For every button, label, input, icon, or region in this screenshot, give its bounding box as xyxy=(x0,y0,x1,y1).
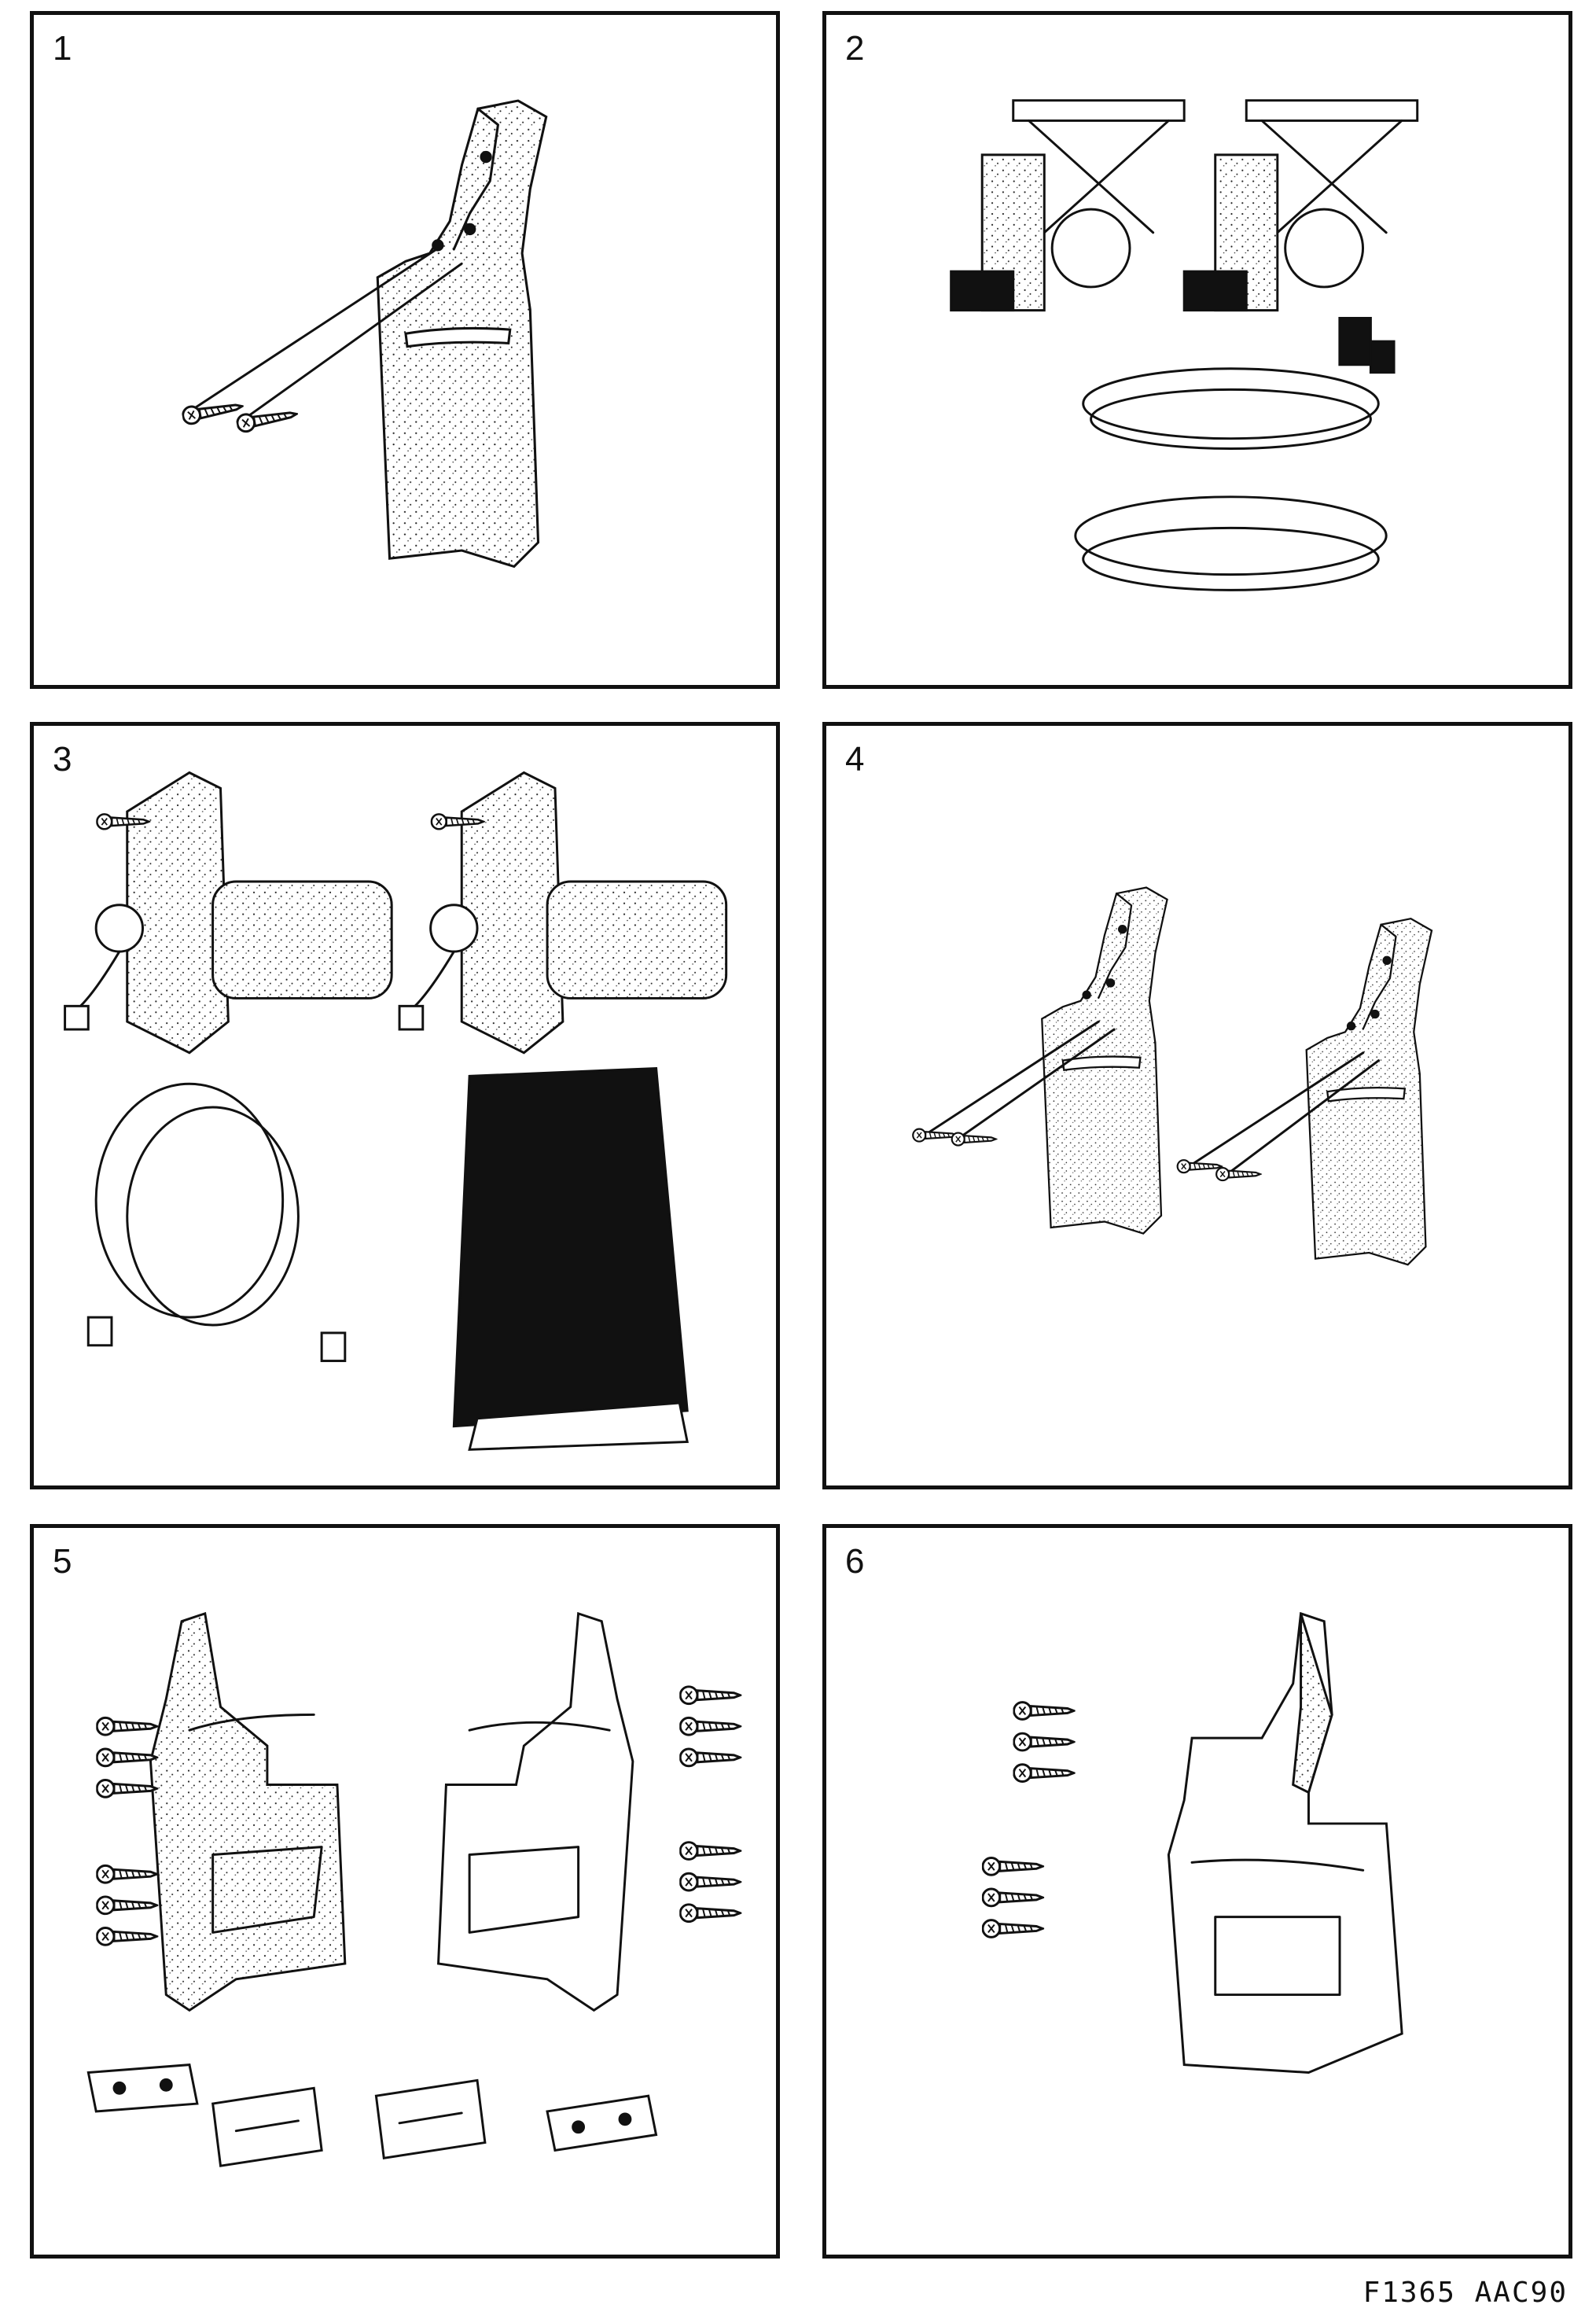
mirror-kit-illustration xyxy=(64,771,728,1451)
screw-leader-line xyxy=(957,1028,1116,1140)
panel-number: 2 xyxy=(845,29,865,68)
screw-icon xyxy=(96,1747,158,1768)
mudflap-illustration xyxy=(180,99,548,569)
panel-6: 6 xyxy=(822,1524,1572,2259)
screw-icon xyxy=(1215,1166,1262,1182)
mudflap-icon xyxy=(436,1611,634,2012)
panel-4: 4 xyxy=(822,722,1572,1489)
screw-leader-line xyxy=(1222,1059,1381,1179)
bracket-icon xyxy=(211,2086,323,2167)
bracket-icon xyxy=(86,2063,199,2113)
wiring-harness-icon xyxy=(1074,495,1388,591)
screw-icon xyxy=(96,1864,158,1884)
screw-icon xyxy=(679,1747,741,1768)
screw-icon xyxy=(1013,1763,1076,1783)
window-regulator-illustration xyxy=(950,99,1419,591)
screw-icon xyxy=(96,1716,158,1736)
rear-mudflap-kit-illustration xyxy=(86,1611,741,2167)
screw-icon xyxy=(951,1132,997,1147)
mudflap-icon xyxy=(1305,917,1433,1266)
figure-reference-code: F1365 AAC90 xyxy=(1362,2277,1568,2309)
screw-icon xyxy=(96,1895,158,1916)
screw-icon xyxy=(1176,1159,1223,1174)
panel-number: 4 xyxy=(845,740,865,779)
screw-icon xyxy=(981,1919,1044,1938)
screw-icon xyxy=(679,1716,741,1736)
screw-leader-line xyxy=(242,262,463,421)
screw-leader-line xyxy=(188,247,439,413)
panel-2: 2 xyxy=(822,11,1572,689)
screw-icon xyxy=(96,1779,158,1798)
screw-icon xyxy=(679,1872,741,1892)
panel-3: 3 xyxy=(30,722,780,1489)
screw-icon xyxy=(1013,1732,1076,1752)
panel-number: 5 xyxy=(53,1542,72,1581)
panel-1: 1 xyxy=(30,11,780,689)
screw-leader-line xyxy=(918,1020,1100,1140)
door-mirror-icon xyxy=(64,771,393,1055)
screw-set-left xyxy=(96,1716,158,1946)
screw-icon xyxy=(1013,1701,1076,1721)
screw-icon xyxy=(679,1685,741,1706)
window-regulator-icon xyxy=(950,99,1186,312)
panel-number: 3 xyxy=(53,740,72,779)
screw-icon xyxy=(180,396,245,426)
screw-icon xyxy=(912,1128,958,1143)
panel-number: 6 xyxy=(845,1542,865,1581)
mudflap-icon xyxy=(1167,1611,1403,2075)
panel-5: 5 xyxy=(30,1524,780,2259)
screw-icon xyxy=(679,1903,741,1924)
single-mudflap-illustration xyxy=(981,1611,1403,2075)
screw-icon xyxy=(96,1927,158,1946)
wiring-harness-icon xyxy=(1082,316,1396,451)
screw-icon xyxy=(981,1856,1044,1876)
door-mirror-icon xyxy=(398,771,728,1055)
mudflap-icon xyxy=(1040,886,1168,1235)
bracket-icon xyxy=(374,2078,487,2160)
parts-bag-icon xyxy=(452,1066,689,1451)
screw-icon xyxy=(981,1887,1044,1908)
mudflap-pair-illustration xyxy=(912,886,1433,1266)
bracket-icon xyxy=(546,2094,658,2152)
screw-icon xyxy=(234,404,300,434)
window-regulator-icon xyxy=(1182,99,1419,312)
mudflap-icon xyxy=(149,1611,347,2012)
screw-set-right xyxy=(679,1685,741,1924)
screw-icon xyxy=(679,1841,741,1861)
cable-icon xyxy=(86,1082,347,1363)
screw-leader-line xyxy=(1182,1051,1365,1171)
mudflap-icon xyxy=(376,99,548,569)
panel-number: 1 xyxy=(53,29,72,68)
